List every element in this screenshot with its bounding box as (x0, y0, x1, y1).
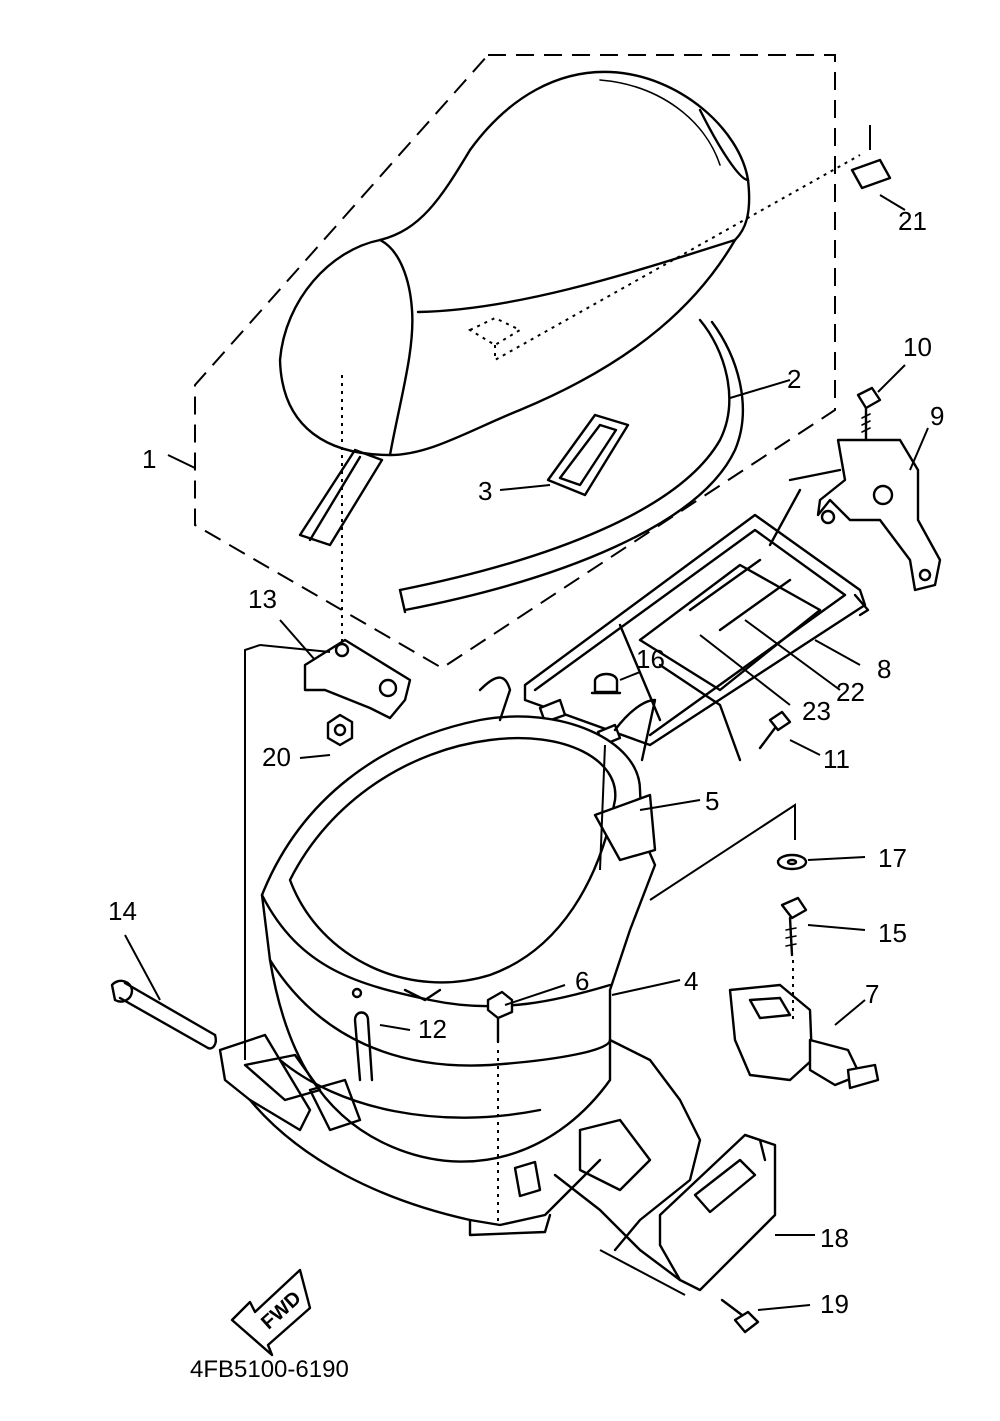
bolt-15 (780, 896, 808, 1020)
fwd-arrow-icon: FWD (230, 1268, 312, 1357)
callout-15: 15 (878, 918, 907, 948)
hinge-bracket (303, 638, 412, 720)
callout-17: 17 (878, 843, 907, 873)
bolt-6 (486, 990, 514, 1225)
label-sticker (850, 158, 892, 190)
cap-nut-16 (590, 672, 622, 695)
part-code: 4FB5100-6190 (190, 1356, 349, 1383)
callout-21: 21 (898, 206, 927, 236)
lower-frame (218, 1033, 702, 1282)
callout-18: 18 (820, 1223, 849, 1253)
callout-4: 4 (684, 966, 698, 996)
callout-14: 14 (108, 896, 137, 926)
seat-lock (728, 983, 880, 1090)
callout-11: 11 (823, 744, 850, 774)
callout-20: 20 (262, 742, 291, 772)
bolt-10 (856, 386, 882, 442)
callout-23: 23 (802, 696, 831, 726)
callout-16: 16 (636, 644, 665, 674)
washer-17 (776, 853, 808, 871)
seat-trim-rails (298, 318, 745, 614)
leader-lines (124, 194, 929, 1311)
callout-8: 8 (877, 654, 891, 684)
screw-19 (720, 1298, 760, 1334)
seat-pad (546, 413, 630, 497)
bolt-11 (758, 710, 792, 750)
rear-bracket (816, 438, 942, 592)
cover-plate (658, 1133, 777, 1292)
callout-19: 19 (820, 1289, 849, 1319)
callout-numbers: 1 2 3 4 5 6 7 8 9 10 11 12 13 14 15 16 1… (108, 206, 944, 1319)
callout-9: 9 (930, 401, 944, 431)
pin-14 (110, 979, 217, 1050)
callout-7: 7 (865, 979, 879, 1009)
callout-13: 13 (248, 584, 277, 614)
storage-box (260, 676, 657, 1163)
nut-20 (326, 713, 354, 747)
callout-10: 10 (903, 332, 932, 362)
seat-assembly-group-outline (194, 54, 836, 670)
carrier-frame (523, 468, 870, 762)
callout-22: 22 (836, 677, 865, 707)
callout-12: 12 (418, 1014, 447, 1044)
callout-1: 1 (142, 444, 156, 474)
seat (278, 70, 861, 645)
callout-5: 5 (705, 786, 719, 816)
callout-3: 3 (478, 476, 492, 506)
callout-2: 2 (787, 364, 801, 394)
hook-12 (351, 987, 374, 1082)
callout-6: 6 (575, 966, 589, 996)
